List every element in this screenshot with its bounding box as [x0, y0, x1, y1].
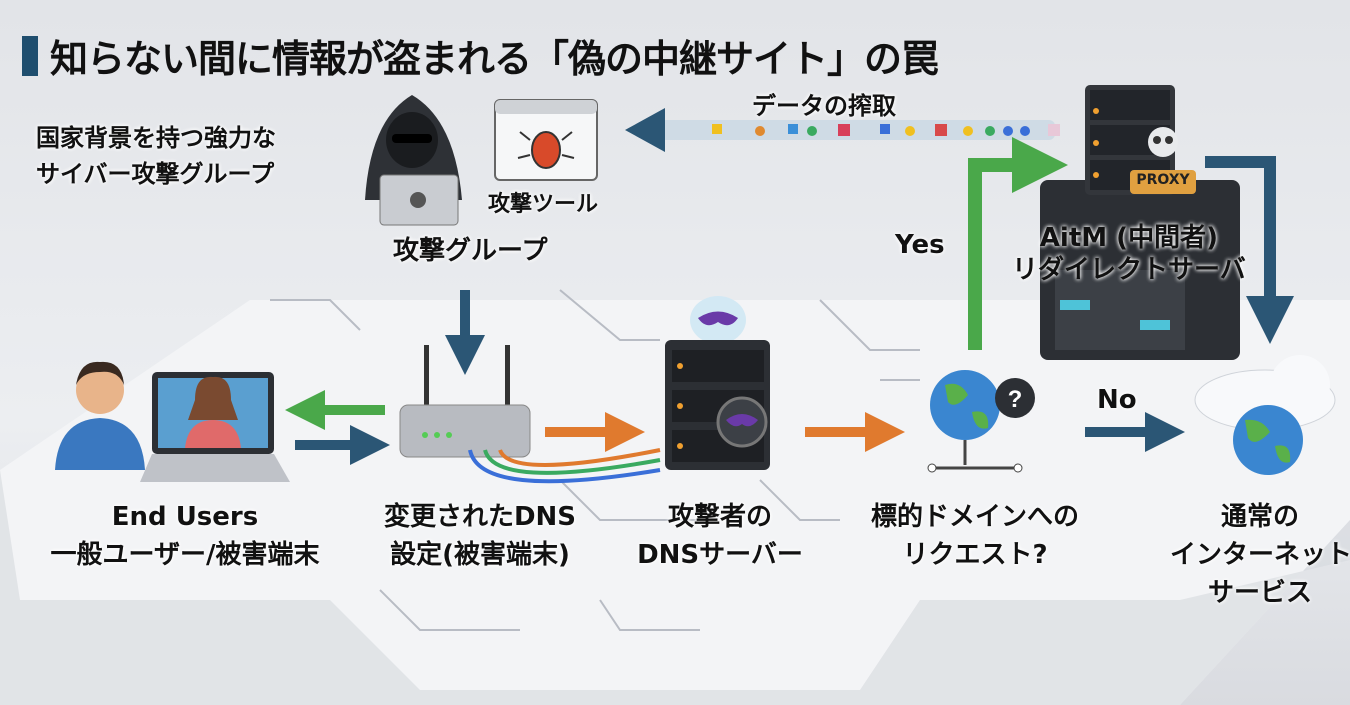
label-line: 一般ユーザー/被害端末: [50, 540, 320, 570]
end-users-label: End Users 一般ユーザー/被害端末: [40, 498, 330, 574]
label-line: DNSサーバー: [637, 540, 803, 570]
label-line: 設定(被害端末): [390, 540, 570, 570]
page-title: 知らない間に情報が盗まれる「偽の中継サイト」の罠: [50, 37, 939, 81]
label-line: 通常の: [1220, 502, 1299, 532]
changed-dns-label: 変更されたDNS 設定(被害端末): [350, 498, 610, 574]
globe-question-icon: ?: [927, 370, 1035, 473]
hacker-icon: [365, 95, 462, 226]
attack-group-label: 攻撃グループ: [393, 236, 548, 266]
label-line: サービス: [1207, 578, 1312, 608]
label-line: End Users: [111, 502, 259, 532]
normal-service-label: 通常の インターネット サービス: [1170, 498, 1350, 612]
laptop-icon: [140, 372, 290, 482]
nation-group-line: 国家背景を持つ強力な: [36, 124, 276, 152]
aitm-line: リダイレクトサーバ: [1012, 255, 1246, 285]
yes-arrow: [968, 137, 1068, 350]
data-theft-label: データの搾取: [752, 92, 896, 120]
aitm-server-label: AitM (中間者) リダイレクトサーバ: [1012, 222, 1246, 286]
yes-label: Yes: [895, 230, 945, 260]
end-user-icon: [55, 361, 145, 470]
title-accent-bar: [22, 36, 38, 76]
svg-text:?: ?: [1008, 386, 1023, 413]
attack-tool-label: 攻撃ツール: [488, 192, 599, 217]
nation-group-line: サイバー攻撃グループ: [36, 160, 275, 188]
normal-route-arrow: [1205, 156, 1294, 344]
nation-group-label: 国家背景を持つ強力な サイバー攻撃グループ: [36, 120, 276, 192]
attacker-dns-label: 攻撃者の DNSサーバー: [610, 498, 830, 574]
label-line: インターネット: [1170, 540, 1350, 570]
label-line: 標的ドメインへの: [870, 502, 1079, 532]
cloud-globe-icon: [1194, 355, 1336, 475]
router-icon: [399, 345, 661, 484]
proxy-badge: PROXY: [1136, 172, 1190, 188]
aitm-server-icon: [1040, 85, 1240, 360]
data-theft-arrow: [625, 108, 1060, 152]
target-request-label: 標的ドメインへの リクエスト?: [850, 498, 1100, 574]
label-line: リクエスト?: [902, 540, 1048, 570]
label-line: 攻撃者の: [667, 502, 772, 532]
no-label: No: [1097, 385, 1137, 415]
label-line: 変更されたDNS: [383, 502, 577, 532]
aitm-line: AitM (中間者): [1039, 223, 1218, 253]
attacker-dns-server-icon: [665, 296, 770, 470]
bug-window-icon: [494, 99, 598, 181]
